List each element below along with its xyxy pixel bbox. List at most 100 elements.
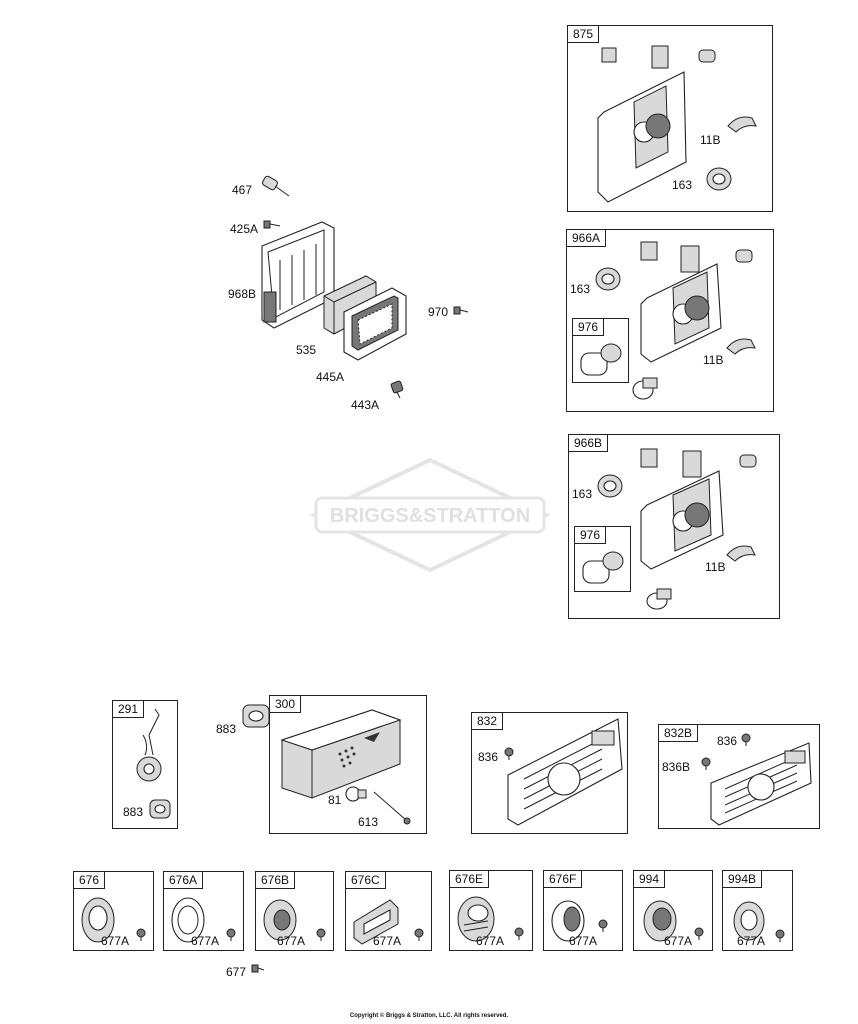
muffler-guard-832-icon (507, 718, 623, 826)
washer-81-icon (345, 786, 367, 802)
screw-677a-icon (598, 919, 608, 932)
fuel-elbow-icon (739, 454, 757, 468)
primer-bulb-467-icon (262, 175, 290, 197)
screw-677a-icon (316, 928, 326, 941)
label-445a: 445A (316, 370, 345, 384)
kit-tag-976: 976 (573, 319, 605, 336)
choke-plate-icon (646, 588, 672, 610)
inlet-elbow-11b-icon (726, 545, 756, 562)
kit-box-994b: 994B 677A (722, 870, 793, 951)
label-677a: 677A (191, 934, 220, 948)
label-970: 970 (428, 305, 449, 319)
kit-tag-994b: 994B (723, 871, 763, 888)
screw-677a-icon (514, 927, 524, 940)
label-677a: 677A (569, 934, 598, 948)
screw-836b-icon (701, 757, 711, 770)
kit-tag-676f: 676F (544, 871, 583, 888)
carburetor-assembly-875-icon (597, 45, 687, 203)
kit-tag-875: 875 (568, 26, 600, 43)
bolt-613-icon (373, 791, 411, 825)
screw-836-icon (504, 747, 514, 760)
kit-box-676c: 676C 677A (345, 871, 432, 951)
label-836: 836 (717, 734, 738, 748)
muffler-guard-676f-icon (551, 900, 585, 942)
screw-677a-icon (226, 928, 236, 941)
kit-box-676a: 676A 677A (163, 871, 244, 951)
kit-tag-676a: 676A (164, 872, 204, 889)
label-677: 677 (226, 965, 247, 979)
kit-tag-994: 994 (634, 871, 666, 888)
muffler-guard-676b-icon (263, 899, 297, 941)
carburetor-assembly-966b-icon (640, 448, 724, 570)
label-81: 81 (328, 793, 342, 807)
screw-425a-icon (263, 220, 281, 229)
muffler-guard-832b-icon (710, 742, 812, 826)
gasket-163-icon (595, 267, 621, 291)
copyright-notice: Copyright © Briggs & Stratton, LLC. All … (349, 1013, 509, 1019)
label-677a: 677A (664, 934, 693, 948)
filter-976-icon (582, 551, 624, 584)
muffler-guard-676a-icon (171, 897, 205, 943)
kit-tag-676e: 676E (450, 871, 490, 888)
inlet-elbow-11b-icon (726, 338, 756, 355)
kit-box-676: 676 677A (73, 871, 154, 951)
muffler-guard-676c-icon (353, 899, 399, 945)
gasket-163-icon (706, 167, 732, 191)
label-163: 163 (672, 178, 693, 192)
kit-tag-966a: 966A (567, 230, 607, 247)
sub-box-976: 976 (572, 318, 629, 383)
muffler-guard-676-icon (81, 897, 115, 943)
screw-677a-icon (694, 927, 704, 940)
label-443a: 443A (351, 398, 380, 412)
label-677a: 677A (373, 934, 402, 948)
label-11b: 11B (700, 133, 721, 147)
knob-443a-icon (390, 380, 404, 399)
fuel-elbow-icon (735, 249, 753, 263)
fuel-elbow-icon (698, 49, 716, 63)
briggs-stratton-watermark-logo: BRIGGS&STRATTON (309, 457, 551, 573)
carburetor-assembly-966a-icon (640, 241, 722, 363)
muffler-guard-994b-icon (733, 901, 765, 941)
kit-box-676e: 676E 677A (449, 870, 533, 951)
label-11b: 11B (705, 560, 726, 574)
gasket-883-icon (242, 704, 270, 728)
label-677a: 677A (737, 934, 766, 948)
screw-677-icon (251, 964, 265, 973)
label-836b: 836B (662, 760, 691, 774)
label-677a: 677A (476, 934, 505, 948)
label-467: 467 (232, 183, 253, 197)
label-163: 163 (570, 282, 591, 296)
watermark-text: BRIGGS&STRATTON (330, 505, 530, 527)
kit-box-291: 291 883 (112, 700, 178, 829)
label-535: 535 (296, 343, 317, 357)
kit-tag-291: 291 (113, 701, 145, 718)
air-filter-445a-icon (343, 287, 407, 361)
kit-box-832: 832 836 (471, 712, 628, 834)
kit-box-966a: 966A 163 11B 976 (566, 229, 774, 412)
screw-677a-icon (414, 928, 424, 941)
choke-plate-icon (632, 377, 658, 400)
label-968b: 968B (228, 287, 257, 301)
gasket-163-icon (597, 474, 623, 498)
kit-box-966b: 966B 163 11B 976 (568, 434, 780, 619)
kit-box-875: 875 11B 163 (567, 25, 773, 212)
screw-970-icon (453, 306, 469, 315)
label-883-outside: 883 (216, 722, 237, 736)
inlet-elbow-11b-icon (727, 116, 757, 133)
kit-tag-676b: 676B (256, 872, 296, 889)
kit-box-676b: 676B 677A (255, 871, 334, 951)
label-425a: 425A (230, 222, 259, 236)
gasket-883-icon (149, 799, 171, 819)
label-677a: 677A (277, 934, 306, 948)
muffler-guard-994-icon (643, 900, 677, 942)
kit-tag-676c: 676C (346, 872, 386, 889)
spark-arrester-291-icon (136, 708, 162, 782)
filter-976-icon (580, 343, 622, 376)
kit-box-832b: 832B 836 836B (658, 724, 820, 829)
kit-box-676f: 676F 677A (543, 870, 623, 951)
label-613: 613 (358, 815, 379, 829)
kit-box-300: 300 81 613 (269, 695, 427, 834)
screw-836-icon (741, 733, 751, 746)
label-11b: 11B (703, 353, 724, 367)
label-883: 883 (123, 805, 144, 819)
